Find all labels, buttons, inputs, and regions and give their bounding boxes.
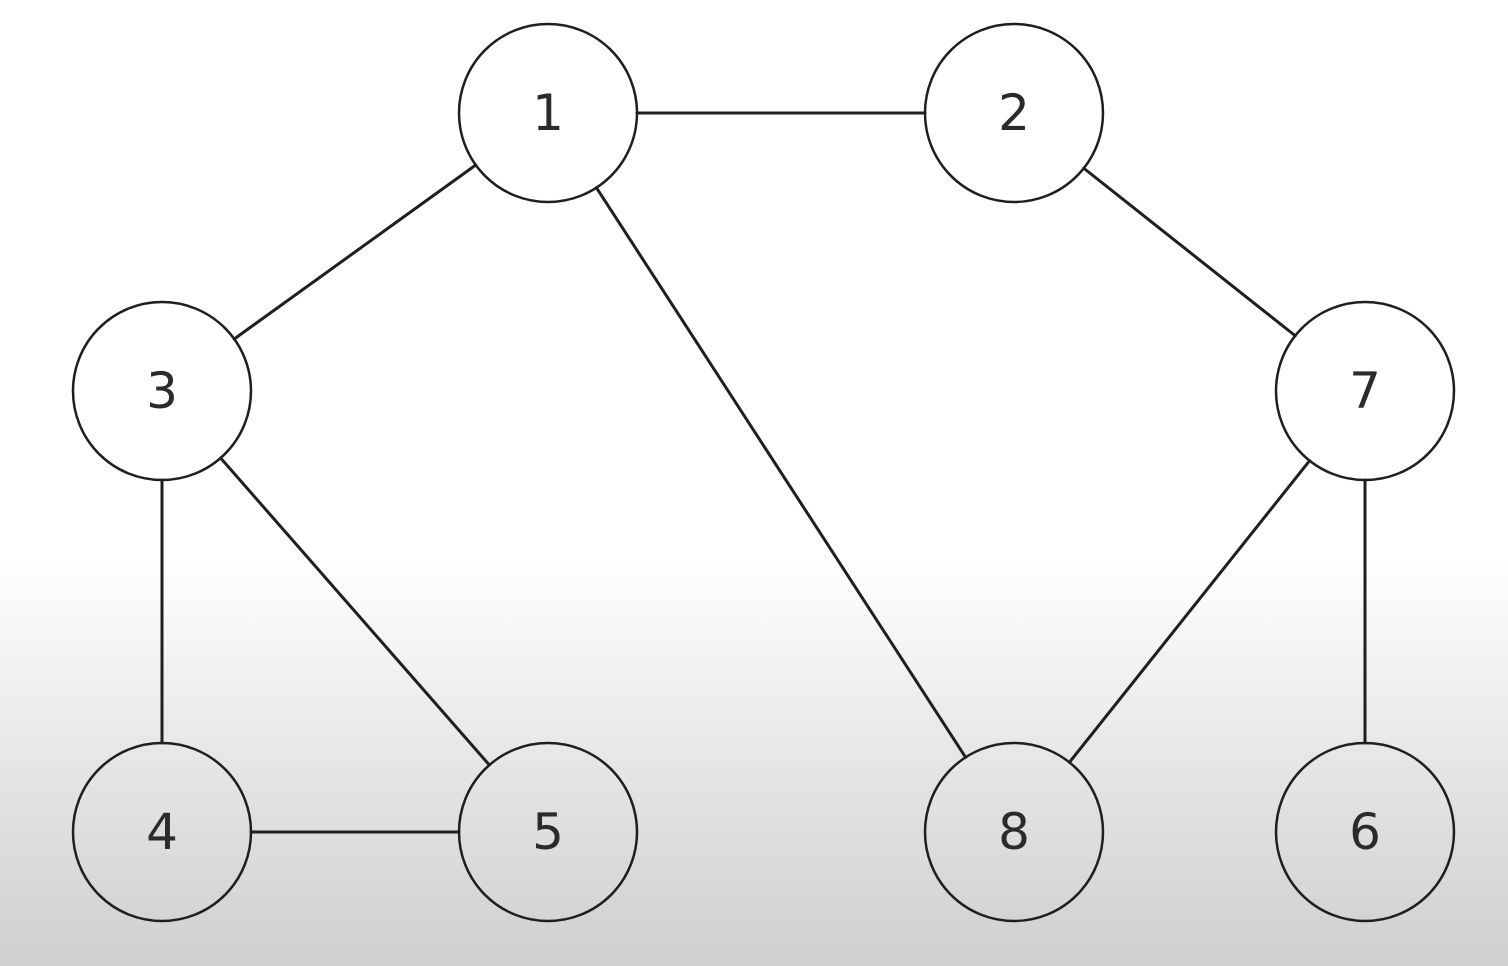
node-circle bbox=[71, 300, 253, 482]
node-6: 6 bbox=[1274, 741, 1456, 923]
node-label: 7 bbox=[1349, 362, 1381, 420]
node-2: 2 bbox=[923, 22, 1105, 204]
node-4: 4 bbox=[71, 741, 253, 923]
nodes-layer: 1 2 3 7 4 5 8 6 bbox=[71, 22, 1456, 923]
node-3: 3 bbox=[71, 300, 253, 482]
node-circle bbox=[923, 22, 1105, 204]
edge-2-7 bbox=[1082, 166, 1297, 338]
edges-layer bbox=[160, 111, 1367, 834]
node-circle bbox=[1274, 300, 1456, 482]
edge-3-5 bbox=[219, 456, 491, 767]
node-circle bbox=[457, 741, 639, 923]
edge-7-8 bbox=[1067, 459, 1312, 764]
node-circle bbox=[923, 741, 1105, 923]
edge-1-3 bbox=[232, 163, 478, 341]
node-label: 8 bbox=[998, 803, 1030, 861]
node-label: 6 bbox=[1349, 803, 1381, 861]
node-circle bbox=[1274, 741, 1456, 923]
node-7: 7 bbox=[1274, 300, 1456, 482]
node-circle bbox=[457, 22, 639, 204]
node-5: 5 bbox=[457, 741, 639, 923]
node-label: 5 bbox=[532, 803, 564, 861]
edge-1-8 bbox=[594, 186, 968, 759]
node-label: 4 bbox=[146, 803, 178, 861]
node-1: 1 bbox=[457, 22, 639, 204]
node-8: 8 bbox=[923, 741, 1105, 923]
node-label: 3 bbox=[146, 362, 178, 420]
node-circle bbox=[71, 741, 253, 923]
node-label: 1 bbox=[532, 84, 564, 142]
node-label: 2 bbox=[998, 84, 1030, 142]
